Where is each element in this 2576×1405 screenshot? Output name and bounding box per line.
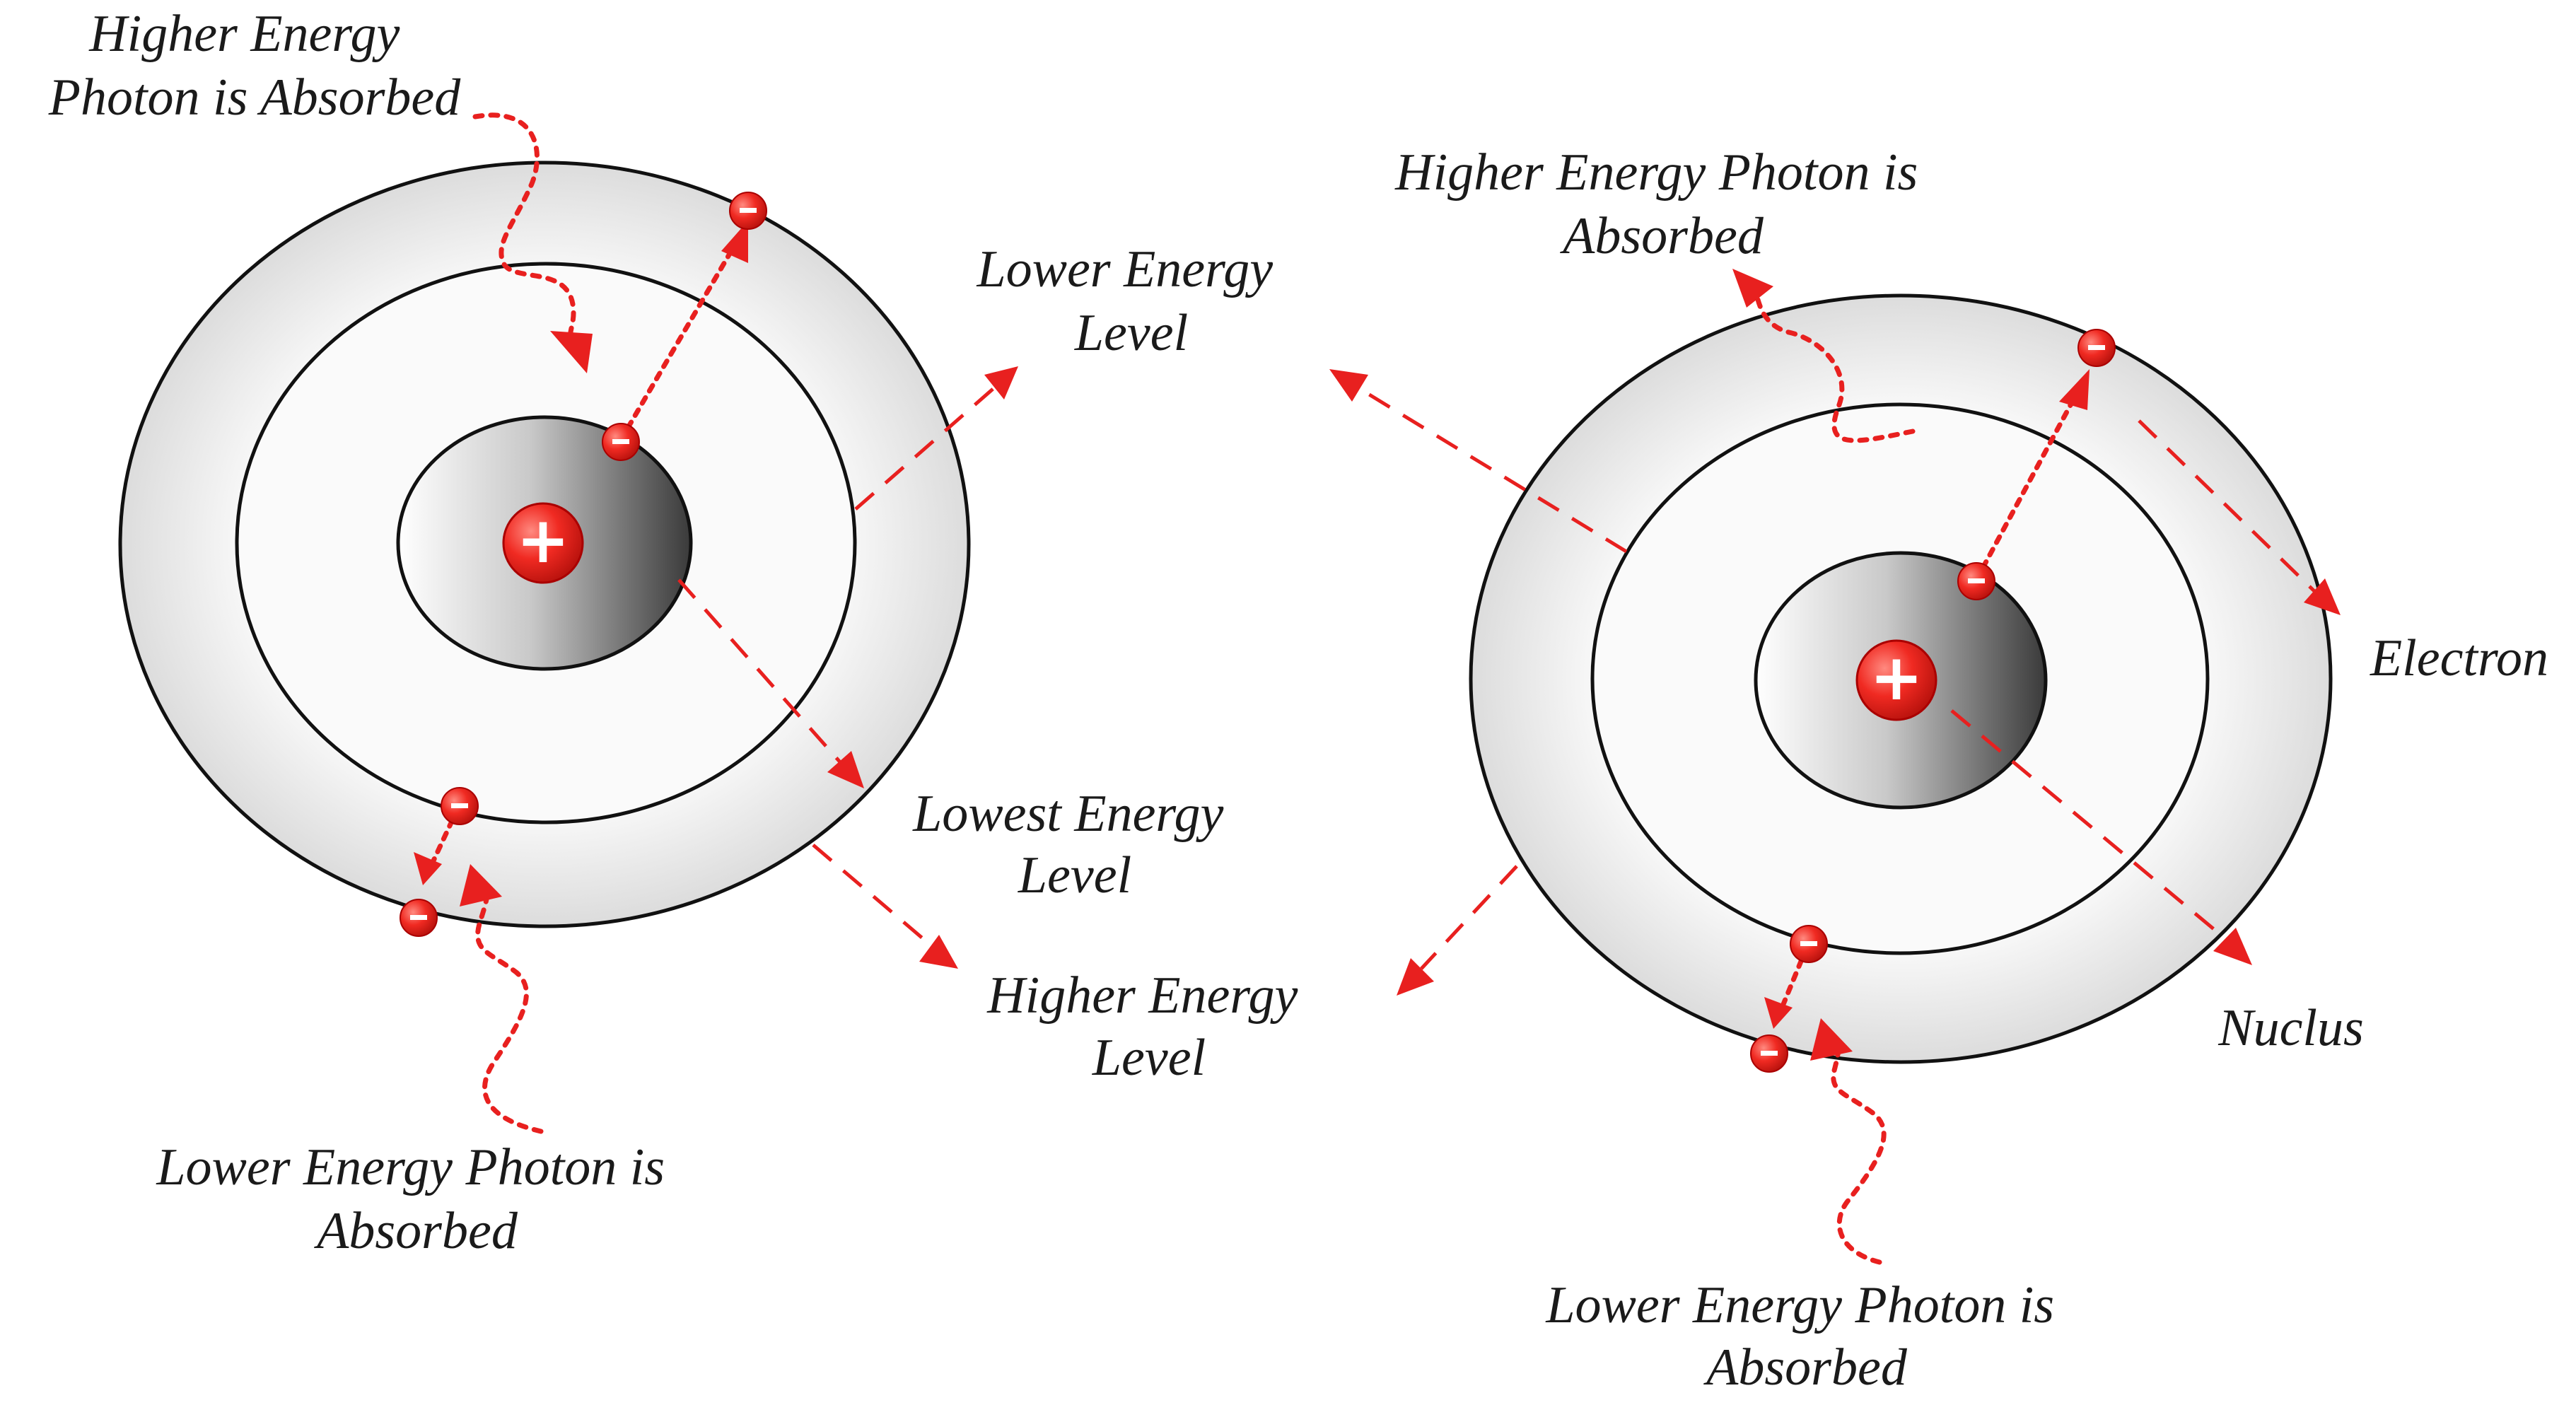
label-higher-photon-right: Higher Energy Photon is Absorbed [1394,144,1931,265]
right-nucleus-leader [1950,709,2229,942]
right-electron-leader [2138,419,2317,594]
left-lower-photon-arrowhead [460,864,502,906]
left-deexcite-arrow [427,805,461,871]
left-lower-level-leader [854,384,998,511]
right-higher-photon-wave [1754,294,1916,443]
left-higher-photon-arrowhead [550,331,593,373]
left-lowest-level-arrowhead [827,751,864,788]
left-electron-inner [602,423,640,461]
left-excitation-arrowhead [721,221,748,263]
right-lower-photon-wave [1831,1044,1887,1265]
right-electron-inner [1957,562,1995,600]
label-lowest-energy-level: Lowest Energy Level [912,785,1237,904]
left-higher-level-arrowhead [919,935,958,969]
left-deexcite-arrowhead [414,852,442,885]
svg-text:+: + [1870,641,1923,715]
label-lower-photon-left: Lower Energy Photon is Absorbed [156,1138,677,1260]
right-electron-outer-top [2077,329,2116,367]
right-proton: + [1855,639,1937,721]
label-higher-photon-left: Higher Energy Photon is Absorbed [48,5,461,127]
left-electron-outer-bottom [400,899,438,937]
right-excitation-arrowhead [2059,369,2090,410]
left-higher-photon-wave [472,112,576,349]
left-proton: + [502,502,584,584]
right-electron-inner-bottom [1790,925,1828,963]
left-lower-photon-wave [475,885,544,1134]
label-electron: Electron [2370,629,2548,687]
left-higher-level-leader [812,844,935,949]
right-electron-arrowhead [2304,578,2341,615]
label-lower-energy-level: Lower Energy Level [976,240,1286,362]
right-electron-outer-bottom [1750,1034,1788,1073]
right-deexcite-arrowhead [1764,997,1793,1029]
left-electron-outer-top [729,192,767,230]
right-excitation-arrow [1974,393,2078,583]
left-lowest-level-leader [677,578,843,765]
left-electron-inner-bottom [441,787,479,825]
right-bottom-left-arrowhead [1397,958,1434,996]
label-higher-energy-level: Higher Energy Level [986,967,1311,1087]
right-bottom-left-leader [1420,865,1518,970]
right-deexcite-arrow [1778,945,1809,1014]
right-upper-left-leader [1353,383,1628,554]
svg-text:+: + [516,503,569,578]
label-nucleus: Nuclus [2217,999,2364,1057]
right-upper-left-arrowhead [1329,369,1368,402]
right-higher-photon-arrowhead [1732,269,1773,308]
left-lower-level-arrowhead [984,366,1018,400]
right-lower-photon-arrowhead [1810,1018,1853,1061]
left-excitation-arrow [618,241,738,443]
right-nucleus-arrowhead [2213,928,2252,965]
label-lower-photon-right: Lower Energy Photon is Absorbed [1545,1276,2067,1397]
